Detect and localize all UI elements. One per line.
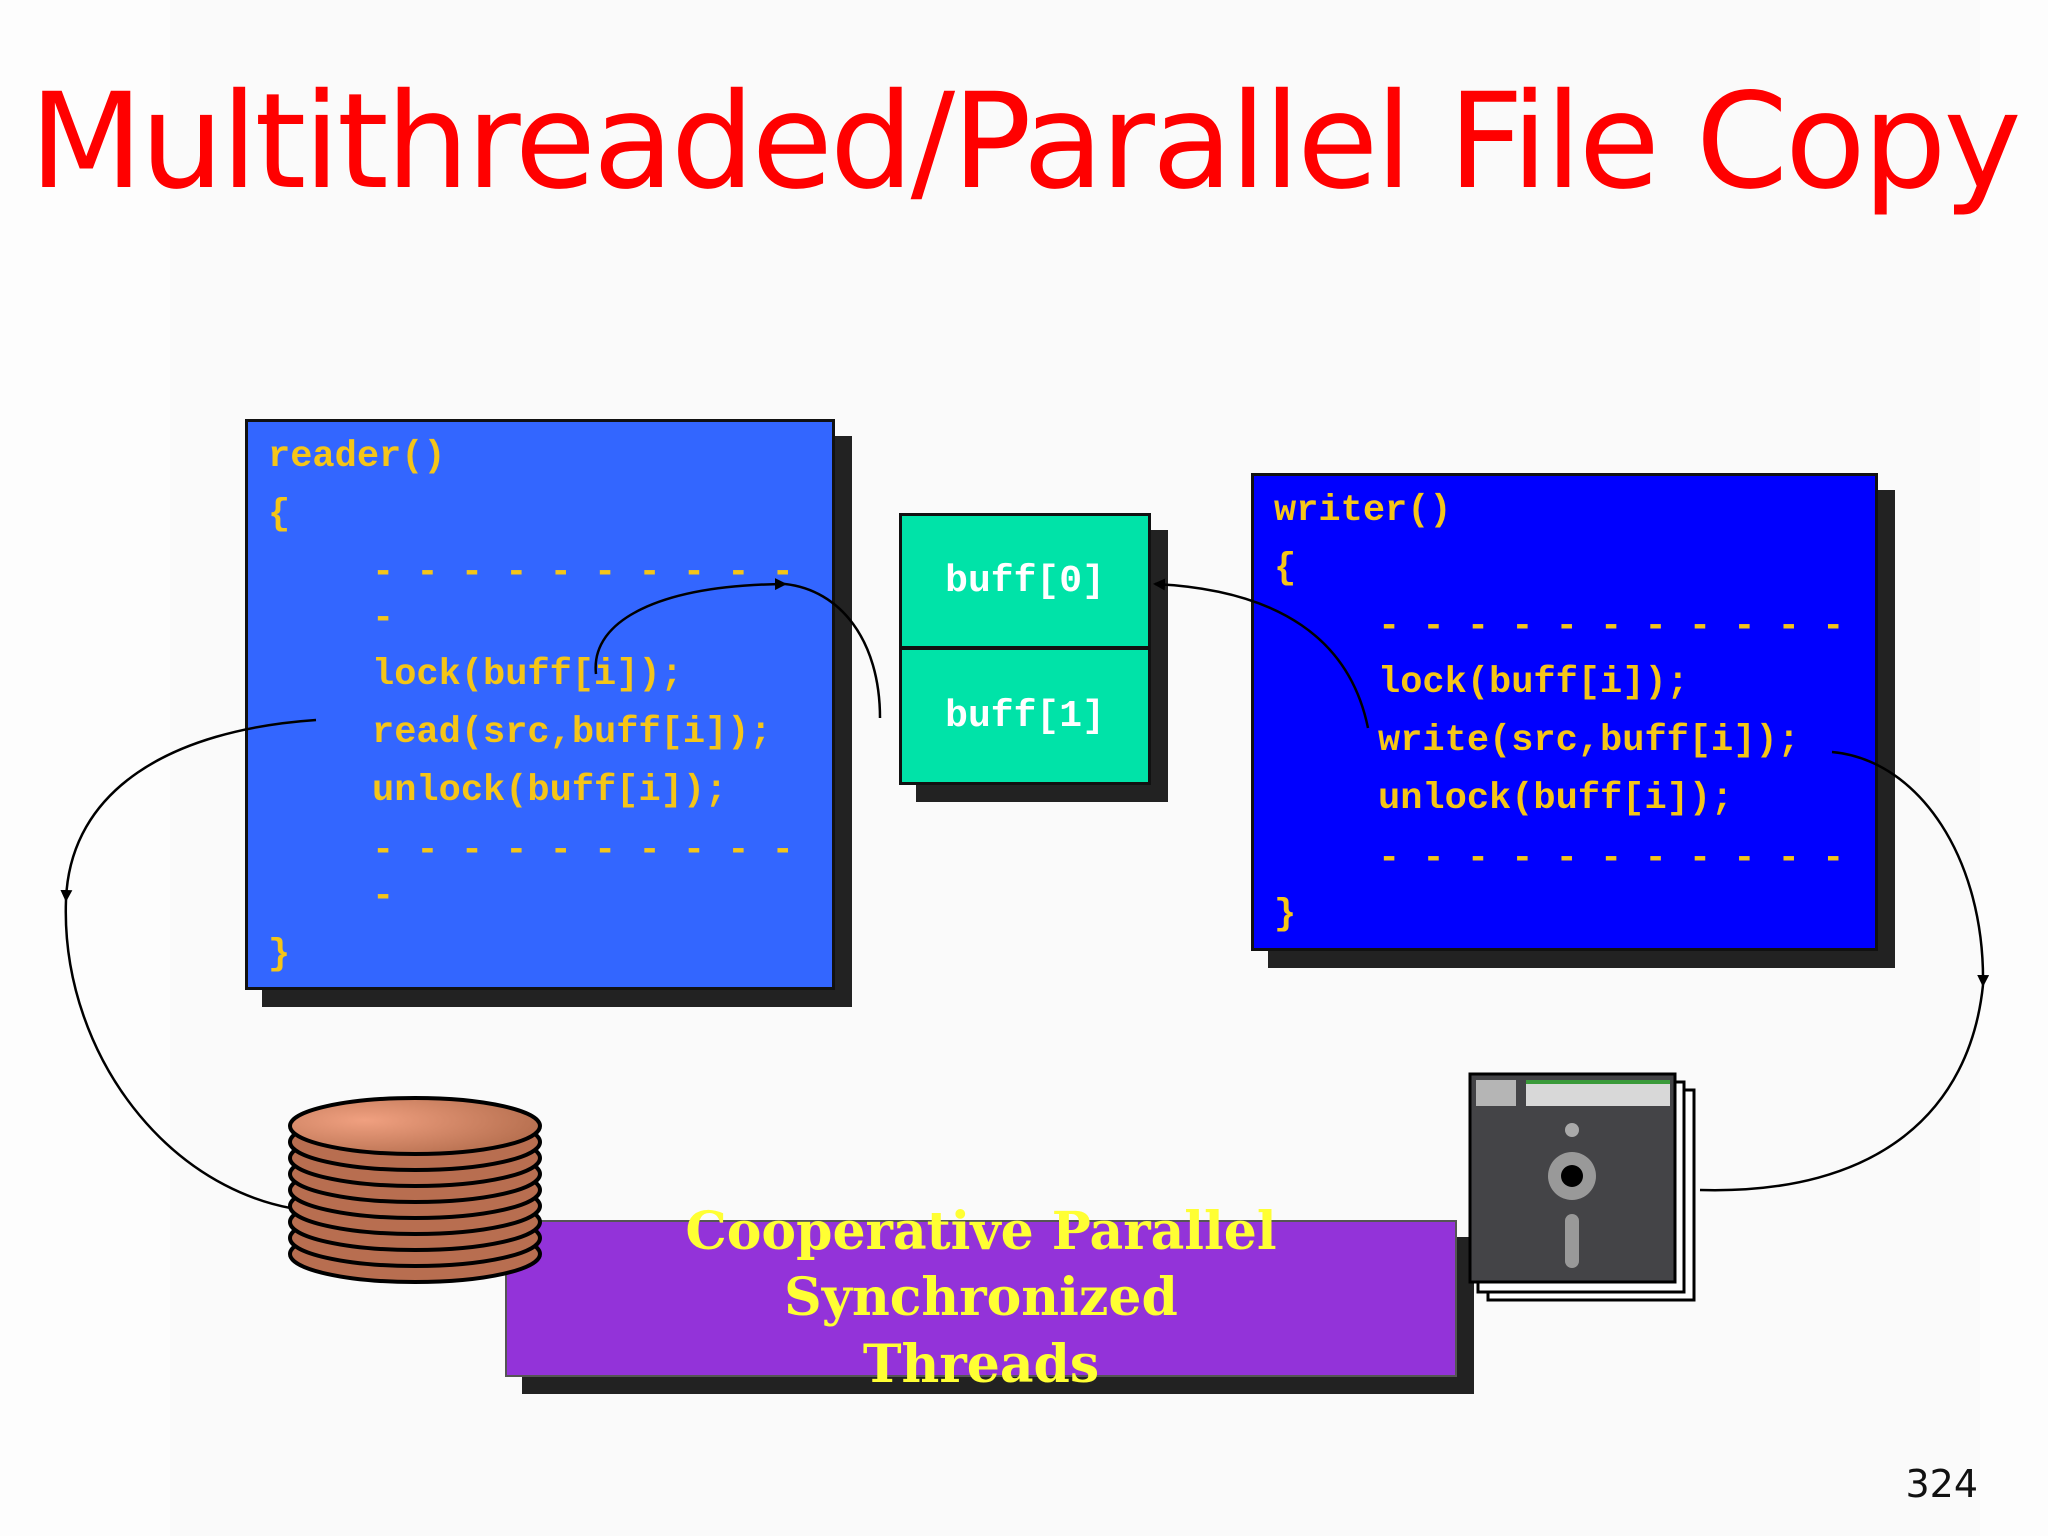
reader-line: } bbox=[268, 934, 291, 976]
reader-line: - bbox=[372, 598, 395, 640]
caption-line-1: Cooperative Parallel Synchronized bbox=[685, 1200, 1277, 1329]
disk-stack-icon bbox=[288, 1096, 542, 1284]
reader-loop-arrow bbox=[60, 718, 317, 902]
writer-line: - - - - - - - - - - - bbox=[1378, 838, 1845, 880]
reader-line: reader() bbox=[268, 436, 446, 478]
floppy-disk-icon bbox=[1468, 1072, 1696, 1302]
writer-loop-arrow bbox=[1831, 750, 1990, 987]
writer-line: lock(buff[i]); bbox=[1378, 662, 1689, 704]
reader-code-box: reader() { - - - - - - - - - - - lock(bu… bbox=[245, 419, 835, 990]
writer-to-buffer-arrow bbox=[1153, 578, 1370, 729]
writer-line: { bbox=[1274, 548, 1297, 590]
reader-line: - - - - - - - - - - bbox=[372, 830, 794, 872]
writer-line: writer() bbox=[1274, 490, 1452, 532]
buffer-cell-1: buff[1] bbox=[899, 647, 1151, 785]
reader-disk-arc bbox=[64, 899, 331, 1214]
reader-line: - bbox=[372, 876, 395, 918]
floppy-arc bbox=[1699, 984, 1985, 1192]
caption-banner: Cooperative Parallel Synchronized Thread… bbox=[505, 1201, 1457, 1395]
reader-line: read(src,buff[i]); bbox=[372, 712, 772, 754]
reader-line: { bbox=[268, 494, 291, 536]
writer-line: - - - - - - - - - - - bbox=[1378, 606, 1845, 648]
page-number: 324 bbox=[1905, 1462, 1978, 1506]
caption-line-2: Threads bbox=[862, 1333, 1100, 1395]
writer-line: write(src,buff[i]); bbox=[1378, 720, 1800, 762]
reader-line: unlock(buff[i]); bbox=[372, 770, 728, 812]
buffer-to-reader-arrow bbox=[784, 582, 882, 719]
writer-line: unlock(buff[i]); bbox=[1378, 778, 1734, 820]
slide-title: Multithreaded/Parallel File Copy bbox=[29, 65, 2021, 219]
writer-code-box: writer() { - - - - - - - - - - - lock(bu… bbox=[1251, 473, 1878, 951]
reader-lock-arrow bbox=[594, 578, 787, 675]
writer-line: } bbox=[1274, 894, 1297, 936]
reader-line: lock(buff[i]); bbox=[372, 654, 683, 696]
